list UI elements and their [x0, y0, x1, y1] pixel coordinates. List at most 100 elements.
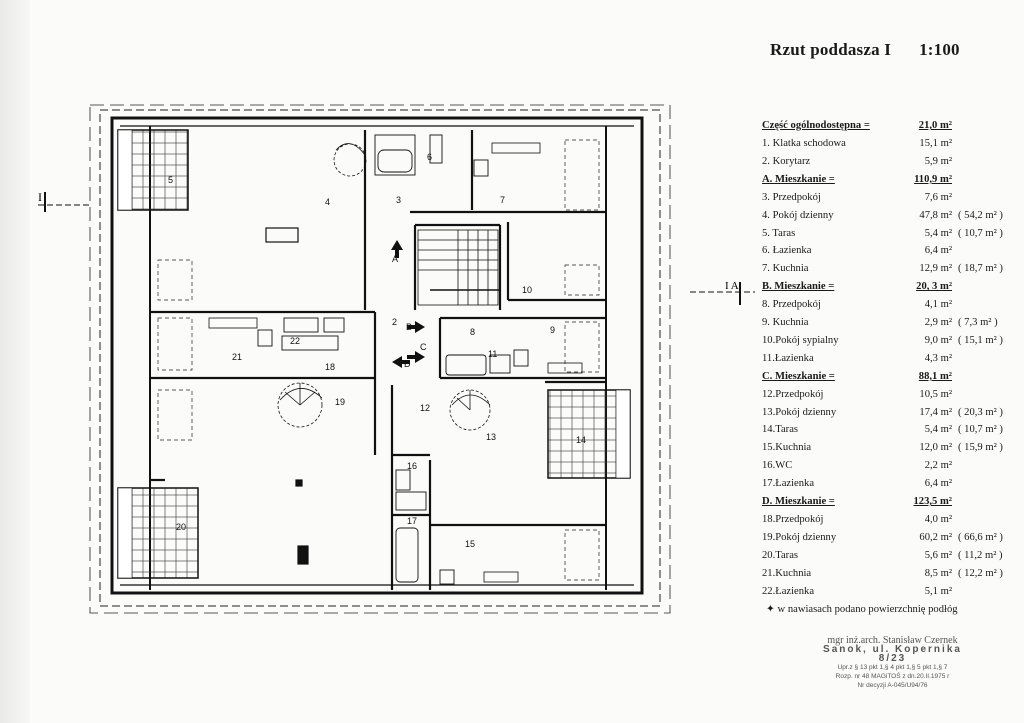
spiral-stairs	[277, 143, 491, 431]
floor-area: ( 10,7 m² )	[958, 227, 1003, 239]
room-area: 6,4 m²	[924, 245, 952, 257]
room-number: 13	[486, 432, 496, 442]
room-number: 16	[407, 461, 417, 471]
kitchen-counters	[208, 142, 583, 583]
room-area: 123,5 m²	[913, 496, 953, 507]
eaves-outline	[89, 104, 671, 614]
apartment-total-row: A. Mieszkanie =110,9 m²	[762, 172, 1024, 188]
room-area: 5,1 m²	[924, 585, 952, 597]
architect-stamp: mgr inż.arch. Stanisław Czernek Sanok, u…	[820, 636, 965, 690]
summary-area: 21,0 m²	[918, 120, 952, 131]
room-number: 10	[522, 285, 532, 295]
room-area: 20, 3 m²	[916, 281, 952, 293]
floor-area: ( 11,2 m² )	[958, 549, 1003, 561]
section-mark-right: I A	[690, 280, 755, 305]
summary-label: Część ogólnodostępna =	[762, 120, 870, 131]
title-name: Rzut poddasza I	[770, 40, 892, 59]
floor-area: ( 54,2 m² )	[958, 209, 1003, 221]
room-label: 13.Pokój dzienny	[762, 406, 837, 418]
room-number: 2	[392, 317, 397, 327]
staircase-main	[417, 229, 500, 306]
footnote-marker: ✦	[766, 604, 778, 615]
room-number: 19	[335, 397, 345, 407]
room-area: 4,3 m²	[924, 352, 952, 364]
apartment-letters: A B C D	[392, 254, 427, 369]
room-label: 18.Przedpokój	[762, 513, 824, 525]
room-label: 22.Łazienka	[762, 585, 815, 597]
room-label: 4. Pokój dzienny	[762, 209, 834, 221]
room-label: 8. Przedpokój	[762, 299, 821, 311]
room-area: 5,9 m²	[924, 155, 952, 167]
floor-area: ( 18,7 m² )	[958, 263, 1003, 275]
room-area-row: 22.Łazienka 5,1 m²	[762, 584, 1024, 600]
room-area-row: 2. Korytarz 5,9 m²	[762, 154, 1024, 170]
room-number: 14	[576, 435, 586, 445]
drawing-title: Rzut poddasza I 1:100	[770, 40, 960, 60]
title-scale: 1:100	[919, 40, 960, 59]
room-area: 9,0 m²	[924, 334, 952, 346]
interior-walls	[150, 130, 606, 590]
floor-area: ( 15,1 m² )	[958, 334, 1003, 346]
section-mark-left: I	[38, 190, 90, 212]
room-label: 5. Taras	[762, 227, 796, 239]
room-number: 20	[176, 522, 186, 532]
stamp-name: mgr inż.arch. Stanisław Czernek	[827, 635, 958, 646]
stamp-regulation: Rozp. nr 48 MAGiTOŚ z dn.20.II.1975 r	[835, 673, 950, 680]
room-area: 10,5 m²	[919, 388, 952, 400]
apartment-letter: C	[420, 342, 427, 352]
room-area-row: 8. Przedpokój 4,1 m²	[762, 297, 1024, 313]
room-area: 6,4 m²	[924, 478, 952, 490]
room-number: 17	[407, 516, 417, 526]
entry-arrows	[391, 240, 425, 368]
apartment-letter: D	[404, 359, 411, 369]
room-number: 21	[232, 352, 242, 362]
room-label: 15.Kuchnia	[762, 442, 812, 454]
room-label: C. Mieszkanie =	[762, 370, 835, 382]
room-label: 16.WC	[762, 460, 793, 472]
room-area: 7,6 m²	[924, 191, 952, 203]
section-label-right: I A	[725, 280, 739, 292]
room-area: 5,4 m²	[924, 227, 952, 239]
room-label: 19.Pokój dzienny	[762, 531, 837, 543]
room-label: 1. Klatka schodowa	[762, 138, 846, 149]
room-area: 4,1 m²	[924, 299, 952, 311]
sanitary-fixtures	[257, 134, 529, 585]
room-area: 2,9 m²	[924, 317, 952, 328]
stamp-qualification: Upr.z § 13 pkt 1,§ 4 pkt 1,§ 5 pkt 1,§ 7	[837, 664, 948, 671]
floor-area: ( 12,2 m² )	[958, 567, 1003, 579]
room-area-row: 6. Łazienka 6,4 m²	[762, 243, 1024, 259]
room-number: 11	[488, 349, 497, 359]
room-label: 6. Łazienka	[762, 245, 812, 257]
floor-area: ( 10,7 m² )	[958, 424, 1003, 436]
room-number: 7	[500, 195, 505, 205]
terraces	[117, 129, 631, 579]
apartment-total-row: C. Mieszkanie = 88,1 m²	[762, 369, 1024, 385]
room-area-row: 5. Taras 5,4 m² ( 10,7 m² )	[762, 226, 1024, 242]
room-area: 5,4 m²	[924, 424, 952, 436]
apartment-letter: B	[406, 322, 412, 332]
room-area: 88,1 m²	[918, 370, 952, 382]
room-label: 20.Taras	[762, 549, 799, 561]
room-label: 12.Przedpokój	[762, 388, 824, 400]
room-label: A. Mieszkanie =	[762, 173, 835, 185]
room-area-row: 10.Pokój sypialny 9,0 m² ( 15,1 m² )	[762, 333, 1024, 349]
room-area: 12,0 m²	[919, 442, 952, 454]
room-number: 9	[550, 325, 555, 335]
room-label: D. Mieszkanie =	[762, 496, 835, 507]
room-label: 21.Kuchnia	[762, 567, 812, 579]
room-label: 10.Pokój sypialny	[762, 334, 839, 346]
room-label: 2. Korytarz	[762, 155, 811, 167]
